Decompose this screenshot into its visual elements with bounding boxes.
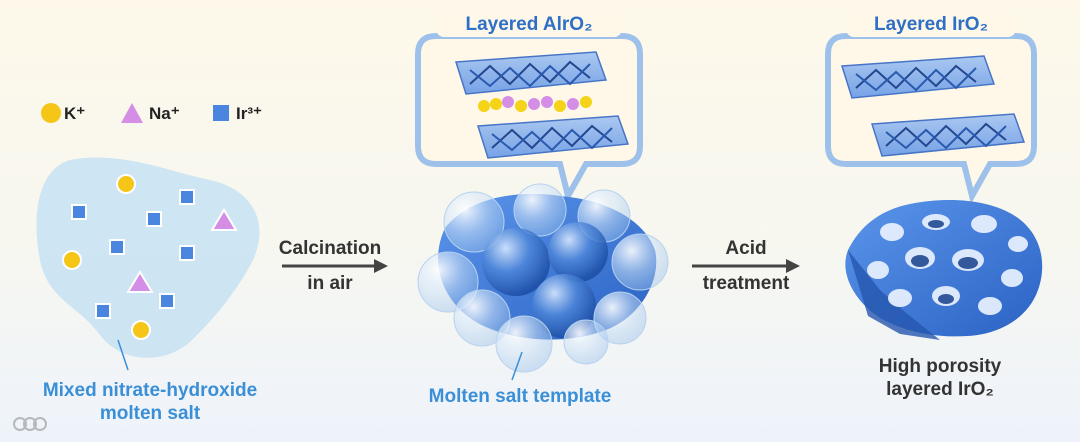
step-calcination-line2: in air bbox=[307, 272, 353, 294]
legend-k-icon bbox=[41, 103, 61, 123]
ir-ion bbox=[179, 245, 195, 261]
layer-slab bbox=[841, 55, 996, 99]
ir-ion bbox=[71, 204, 87, 220]
caption-start-line2: molten salt bbox=[99, 402, 201, 424]
k-ion bbox=[116, 174, 136, 194]
step-acid-line2: treatment bbox=[702, 272, 790, 294]
ir-ion bbox=[95, 303, 111, 319]
bubble-left bbox=[415, 33, 643, 205]
ir-ion bbox=[109, 239, 125, 255]
step-acid-label: Acid treatment bbox=[686, 238, 806, 296]
molten-salt-blob bbox=[36, 157, 260, 358]
arrow-calcination bbox=[282, 259, 388, 273]
step-acid-line1: Acid bbox=[725, 238, 767, 259]
arrow-acid bbox=[692, 259, 800, 273]
legend-ir-icon bbox=[213, 105, 229, 121]
na-ion bbox=[210, 208, 238, 231]
k-ion bbox=[131, 320, 151, 340]
ir-ion bbox=[146, 211, 162, 227]
watermark-icon bbox=[13, 417, 47, 431]
bubble-right bbox=[825, 33, 1037, 205]
bubble-right-title: Layered IrO₂ bbox=[846, 14, 1016, 37]
caption-start-line1: Mixed nitrate-hydroxide bbox=[42, 380, 258, 401]
bubble-left-title: Layered AlrO₂ bbox=[436, 14, 622, 37]
caption-end-line1: High porosity bbox=[878, 356, 1002, 377]
interlayer-ions bbox=[478, 96, 592, 112]
legend-ir-label: Ir³⁺ bbox=[236, 104, 262, 123]
molten-salt-template bbox=[417, 183, 669, 373]
legend-k-label: K⁺ bbox=[64, 104, 86, 123]
ion-particles bbox=[62, 174, 238, 340]
porous-iro2 bbox=[845, 200, 1043, 340]
caption-end: High porosity layered IrO₂ bbox=[840, 356, 1040, 402]
layer-slab bbox=[455, 51, 608, 95]
legend-na-icon bbox=[121, 103, 143, 123]
layer-slab bbox=[871, 113, 1026, 157]
ir-ion bbox=[179, 189, 195, 205]
caption-end-line2: layered IrO₂ bbox=[886, 378, 994, 400]
caption-pointer bbox=[117, 339, 129, 371]
legend-na-label: Na⁺ bbox=[149, 104, 180, 123]
na-ion bbox=[126, 270, 154, 293]
ir-ion bbox=[159, 293, 175, 309]
caption-middle: Molten salt template bbox=[428, 386, 612, 407]
step-calcination-line1: Calcination bbox=[278, 238, 382, 259]
step-calcination-label: Calcination in air bbox=[270, 238, 390, 296]
k-ion bbox=[62, 250, 82, 270]
caption-pointer bbox=[511, 351, 523, 381]
layer-slab bbox=[477, 115, 630, 159]
caption-start: Mixed nitrate-hydroxide molten salt bbox=[20, 380, 280, 426]
